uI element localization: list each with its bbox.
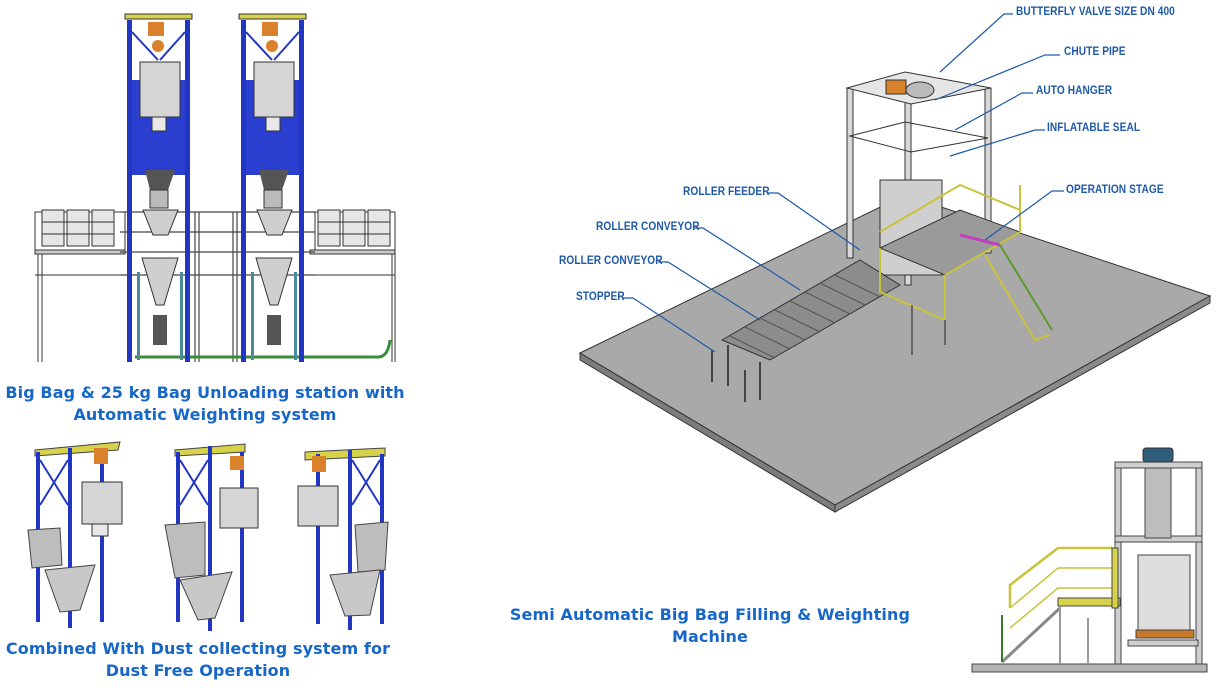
unloading-station-caption: Big Bag & 25 kg Bag Unloading station wi…	[0, 382, 410, 426]
dust-collecting-caption-line2: Dust Free Operation	[105, 661, 291, 680]
unloading-unit-1	[124, 13, 193, 362]
dust-unit-front	[27, 441, 123, 628]
callout-auto-hanger: AUTO HANGER	[1036, 85, 1113, 97]
unloading-station-illustration	[34, 13, 396, 362]
callout-inflatable-seal: INFLATABLE SEAL	[1047, 122, 1141, 134]
callout-roller-feeder: ROLLER FEEDER	[683, 186, 770, 198]
roller-conveyor	[711, 259, 901, 402]
unloading-station-caption-line1: Big Bag & 25 kg Bag Unloading station wi…	[5, 383, 405, 402]
dust-collecting-caption-line1: Combined With Dust collecting system for	[5, 639, 391, 658]
unloading-unit-2	[238, 13, 307, 362]
callout-leaders	[623, 13, 1064, 353]
unloading-station-caption-line2: Automatic Weighting system	[73, 405, 337, 424]
callout-stopper: STOPPER	[576, 291, 625, 303]
callout-chute-pipe: CHUTE PIPE	[1064, 46, 1126, 58]
callout-roller-conveyor-2: ROLLER CONVEYOR	[559, 255, 663, 267]
left-bag-rack	[34, 209, 126, 362]
callout-roller-conveyor-1: ROLLER CONVEYOR	[596, 221, 700, 233]
callout-operation-stage: OPERATION STAGE	[1066, 184, 1164, 196]
filling-machine-side-view	[971, 447, 1208, 673]
dust-collecting-illustration	[27, 441, 389, 631]
right-bag-rack	[309, 209, 396, 362]
callout-butterfly-valve: BUTTERFLY VALVE SIZE DN 400	[1016, 6, 1175, 18]
filling-machine-caption: Semi Automatic Big Bag Filling & Weighti…	[509, 605, 911, 646]
dust-collecting-caption: Combined With Dust collecting system for…	[0, 638, 396, 682]
dust-unit-side	[164, 443, 259, 631]
operation-stage	[878, 183, 1053, 355]
dust-unit-rear	[297, 447, 389, 630]
conveying-pipe	[135, 339, 392, 359]
